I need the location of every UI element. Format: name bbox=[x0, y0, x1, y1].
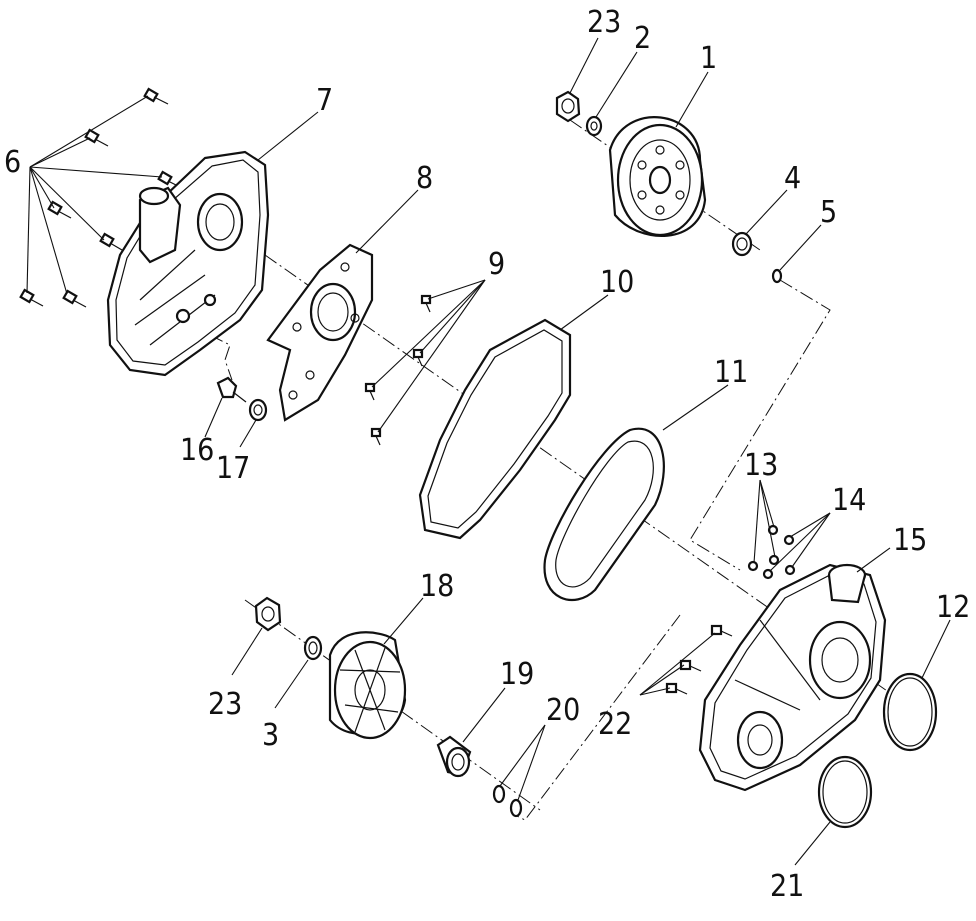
callout-10: 10 bbox=[600, 265, 634, 300]
o-ring-icon bbox=[817, 755, 873, 829]
washer-set-14 bbox=[762, 534, 796, 580]
bolt-set-13 bbox=[747, 524, 780, 572]
bolt-icon bbox=[143, 87, 169, 105]
callout-7: 7 bbox=[316, 83, 333, 118]
washer-icon bbox=[303, 635, 323, 661]
leader-lines bbox=[26, 37, 951, 866]
drive-clutch-icon bbox=[608, 116, 707, 237]
callout-23-bottom: 23 bbox=[208, 687, 242, 722]
callout-3: 3 bbox=[262, 718, 279, 753]
bolt-icon bbox=[84, 128, 109, 147]
screw-icon bbox=[412, 348, 424, 367]
screw-set-9 bbox=[364, 294, 432, 446]
callout-13: 13 bbox=[744, 448, 778, 483]
callout-15: 15 bbox=[893, 523, 927, 558]
callout-labels: 23 2 1 4 5 6 7 8 9 10 11 12 13 14 15 16 … bbox=[4, 5, 970, 904]
o-ring-set-20 bbox=[492, 784, 523, 818]
callout-22: 22 bbox=[598, 707, 632, 742]
bolt-icon bbox=[710, 624, 733, 637]
sleeve-icon bbox=[436, 735, 472, 778]
callout-20: 20 bbox=[546, 693, 580, 728]
bolt-icon bbox=[19, 288, 44, 307]
callout-17: 17 bbox=[216, 451, 250, 486]
washer-icon bbox=[585, 115, 603, 137]
bolt-set-6 bbox=[19, 87, 181, 308]
bolt-icon bbox=[157, 170, 181, 188]
inner-cover-icon bbox=[698, 563, 887, 792]
bushing-icon bbox=[731, 231, 753, 257]
bolt-icon bbox=[747, 560, 759, 572]
screw-icon bbox=[370, 427, 382, 446]
plate-icon bbox=[266, 243, 374, 422]
callout-4: 4 bbox=[784, 161, 801, 196]
callout-19: 19 bbox=[500, 657, 534, 692]
washer-icon bbox=[784, 564, 796, 576]
outer-cover-icon bbox=[106, 150, 270, 377]
callout-6: 6 bbox=[4, 145, 21, 180]
o-ring-icon bbox=[509, 798, 523, 818]
bolt-icon bbox=[767, 524, 779, 536]
callout-16: 16 bbox=[180, 433, 214, 468]
washer-icon bbox=[762, 568, 774, 580]
o-ring-icon bbox=[771, 268, 783, 284]
nut-icon bbox=[254, 596, 282, 632]
washer-icon bbox=[783, 534, 795, 546]
seal-icon bbox=[248, 398, 268, 422]
drain-plug-icon bbox=[216, 376, 247, 403]
bolt-set-22 bbox=[665, 624, 733, 695]
bolt-icon bbox=[679, 659, 702, 672]
callout-8: 8 bbox=[416, 161, 433, 196]
callout-5: 5 bbox=[820, 195, 837, 230]
callout-18: 18 bbox=[420, 569, 454, 604]
screw-icon bbox=[364, 382, 376, 401]
nut-icon bbox=[555, 90, 581, 123]
callout-14: 14 bbox=[832, 483, 866, 518]
gasket-icon bbox=[418, 318, 572, 540]
callout-2: 2 bbox=[634, 21, 651, 56]
callout-9: 9 bbox=[488, 247, 505, 282]
callout-21: 21 bbox=[770, 869, 804, 904]
drive-belt-icon bbox=[543, 427, 665, 602]
driven-clutch-icon bbox=[328, 631, 407, 740]
bolt-icon bbox=[99, 232, 123, 251]
screw-icon bbox=[420, 294, 432, 313]
callout-12: 12 bbox=[936, 590, 970, 625]
o-ring-icon bbox=[882, 672, 938, 752]
bolt-icon bbox=[665, 682, 688, 695]
o-ring-icon bbox=[492, 784, 506, 804]
callout-23-top: 23 bbox=[587, 5, 621, 40]
callout-11: 11 bbox=[714, 355, 748, 390]
callout-1: 1 bbox=[700, 41, 717, 76]
bolt-icon bbox=[768, 554, 780, 566]
